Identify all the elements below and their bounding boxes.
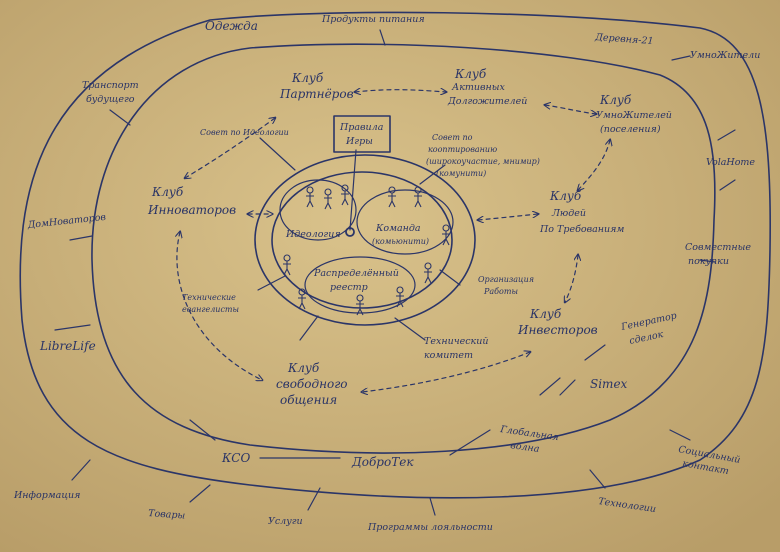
label-komanda-2: (комьюнити) bbox=[372, 237, 429, 246]
label-tech-evang-1: Технические bbox=[182, 293, 236, 302]
label-umnozhiteli: УмноЖители bbox=[690, 50, 760, 61]
label-reestr-2: реестр bbox=[330, 282, 368, 293]
rules-link bbox=[349, 149, 357, 231]
label-komanda-1: Команда bbox=[375, 223, 421, 234]
label-tovary: Товары bbox=[148, 508, 186, 522]
label-free-2: свободного bbox=[276, 377, 348, 391]
label-people-2: Людей bbox=[551, 208, 586, 219]
label-innovators-2: Инноваторов bbox=[147, 203, 236, 217]
label-tech-evang-2: евангелисты bbox=[182, 305, 239, 314]
label-reestr-1: Распределённый bbox=[313, 268, 399, 279]
label-investors-2: Инвесторов bbox=[517, 323, 598, 337]
label-innovators-1: Клуб bbox=[151, 185, 184, 199]
label-produkty: Продукты питания bbox=[321, 14, 425, 25]
label-active-2: Активных bbox=[451, 82, 506, 93]
connector-lines bbox=[54, 29, 736, 516]
arrow-people-investors bbox=[565, 255, 578, 302]
label-ideologiya: Идеология bbox=[285, 229, 341, 240]
label-active-3: Долгожителей bbox=[447, 96, 527, 107]
label-partners-1: Клуб bbox=[291, 71, 324, 85]
label-odezhda: Одежда bbox=[205, 19, 258, 33]
label-free-1: Клуб bbox=[287, 361, 320, 375]
label-people-1: Клуб bbox=[549, 189, 582, 203]
label-programmy: Программы лояльности bbox=[367, 522, 493, 533]
community-figures bbox=[283, 184, 450, 316]
arrow-active-umno bbox=[545, 105, 596, 114]
label-tech-committee-2: комитет bbox=[424, 350, 473, 361]
label-volahome: VolaHome bbox=[706, 157, 755, 168]
label-transport-1: Транспорт bbox=[82, 80, 139, 91]
label-informaciya: Информация bbox=[13, 490, 80, 501]
label-org-2: Работы bbox=[483, 287, 518, 296]
core-ring bbox=[271, 171, 453, 309]
label-free-3: общения bbox=[280, 393, 337, 407]
label-sovet-koopt-1: Совет по bbox=[432, 133, 473, 142]
label-sovet-koopt-3: (широкоучастие, мнимир) bbox=[426, 157, 540, 166]
label-sovet-ideologii: Совет по Идеологии bbox=[200, 128, 289, 137]
label-partners-2: Партнёров bbox=[279, 87, 354, 101]
ideology-oval bbox=[279, 179, 357, 241]
club-connections bbox=[177, 90, 610, 392]
outer-ring bbox=[19, 11, 772, 499]
label-derevnya: Деревня-21 bbox=[594, 32, 654, 47]
label-umno-club-3: (поселения) bbox=[600, 124, 661, 135]
middle-ring bbox=[91, 43, 716, 454]
label-active-1: Клуб bbox=[454, 67, 487, 81]
label-globalnaya-2: волна bbox=[510, 440, 541, 455]
registry-oval bbox=[304, 256, 416, 314]
label-simex: Simex bbox=[590, 377, 628, 391]
label-sovmestnye-2: покупки bbox=[688, 256, 729, 267]
arrow-investors-free bbox=[362, 352, 530, 392]
label-tech-committee-1: Технический bbox=[424, 336, 488, 347]
label-sovet-koopt-2: кооптированию bbox=[428, 145, 497, 154]
arrow-innovators-free bbox=[177, 232, 262, 380]
label-org-1: Организация bbox=[478, 275, 534, 284]
team-oval bbox=[356, 189, 454, 255]
label-librelife: LibreLife bbox=[39, 339, 96, 353]
rules-box bbox=[333, 115, 391, 153]
label-transport-2: будущего bbox=[86, 94, 135, 105]
label-umno-club-2: УмноЖителей bbox=[596, 110, 672, 121]
label-sovmestnye-1: Совместные bbox=[685, 242, 751, 253]
label-kso: КСО bbox=[221, 451, 250, 465]
label-rules-1: Правила bbox=[339, 122, 384, 133]
label-people-3: По Требованиям bbox=[539, 224, 624, 235]
label-investors-1: Клуб bbox=[529, 307, 562, 321]
arrow-partners-active bbox=[355, 90, 446, 92]
label-umno-club-1: Клуб bbox=[599, 93, 632, 107]
arrow-innovators-partners bbox=[185, 118, 275, 178]
label-uslugi: Услуги bbox=[268, 516, 303, 527]
label-dobrotek: ДоброТек bbox=[351, 455, 414, 469]
label-sovet-koopt-4: (комунити) bbox=[436, 169, 486, 178]
label-rules-2: Игры bbox=[345, 136, 373, 147]
